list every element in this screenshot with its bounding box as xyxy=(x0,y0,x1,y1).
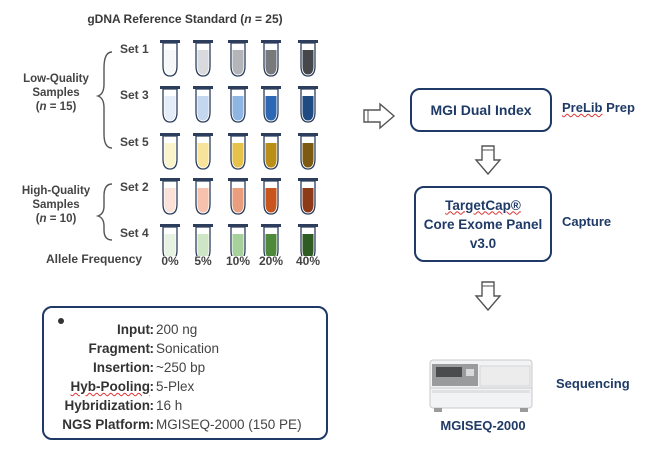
sample-tube xyxy=(228,86,248,123)
sample-tube xyxy=(193,224,213,256)
frequency-0: 0% xyxy=(161,254,179,268)
frequency-10: 10% xyxy=(225,254,251,268)
group-braces xyxy=(96,51,113,241)
set-label-1: Set 1 xyxy=(120,42,149,56)
down-arrow-icon xyxy=(474,145,502,176)
sample-tube xyxy=(261,178,281,215)
sample-tube xyxy=(193,86,213,123)
sample-tube xyxy=(261,40,281,77)
set-label-5: Set 5 xyxy=(120,135,149,149)
sample-tube xyxy=(228,133,248,170)
sample-tube xyxy=(261,86,281,123)
protocol-parameters-box: Input:200 ng Fragment:Sonication Inserti… xyxy=(42,306,328,440)
sample-tube xyxy=(160,178,180,215)
frequency-20: 20% xyxy=(258,254,284,268)
frequency-40: 40% xyxy=(295,254,321,268)
low-quality-brace xyxy=(96,51,113,149)
sequencer-icon xyxy=(429,359,533,412)
sample-tube xyxy=(160,224,180,256)
sample-tube xyxy=(228,224,248,256)
prelib-prep-label: PreLib Prep xyxy=(562,100,635,115)
sample-tube xyxy=(298,40,318,77)
set-label-4: Set 4 xyxy=(120,226,149,240)
sample-tube xyxy=(228,40,248,77)
sample-tube xyxy=(261,133,281,170)
set-label-2: Set 2 xyxy=(120,180,149,194)
sample-tube xyxy=(193,133,213,170)
diagram-title: gDNA Reference Standard (n = 25) xyxy=(87,12,283,26)
bullet-icon xyxy=(58,318,64,324)
sample-tube xyxy=(193,178,213,215)
down-arrow-icon xyxy=(474,281,502,312)
sample-tube xyxy=(298,133,318,170)
frequency-5: 5% xyxy=(194,254,212,268)
sequencing-label: Sequencing xyxy=(556,376,630,391)
allele-frequency-label: Allele Frequency xyxy=(46,252,143,266)
sample-tube xyxy=(160,133,180,170)
high-quality-brace xyxy=(96,183,113,241)
mgi-dual-index-box: MGI Dual Index xyxy=(410,88,552,132)
sample-tube-grid xyxy=(160,40,318,256)
sample-tube xyxy=(160,86,180,123)
sample-tube xyxy=(228,178,248,215)
sample-tube xyxy=(193,40,213,77)
capture-label: Capture xyxy=(562,214,612,229)
high-quality-group-label: High-Quality Samples (n = 10) xyxy=(21,185,91,225)
targetcap-panel-box: TargetCap® Core Exome Panel v3.0 xyxy=(414,186,552,262)
right-arrow-icon xyxy=(363,102,396,130)
set-label-3: Set 3 xyxy=(120,88,149,102)
sample-tube xyxy=(298,178,318,215)
low-quality-group-label: Low-Quality Samples (n = 15) xyxy=(23,73,89,113)
sample-tube xyxy=(298,86,318,123)
sample-tube xyxy=(261,224,281,256)
sample-tube xyxy=(160,40,180,77)
sample-tube xyxy=(298,224,318,256)
sequencer-name: MGISEQ-2000 xyxy=(440,418,526,433)
